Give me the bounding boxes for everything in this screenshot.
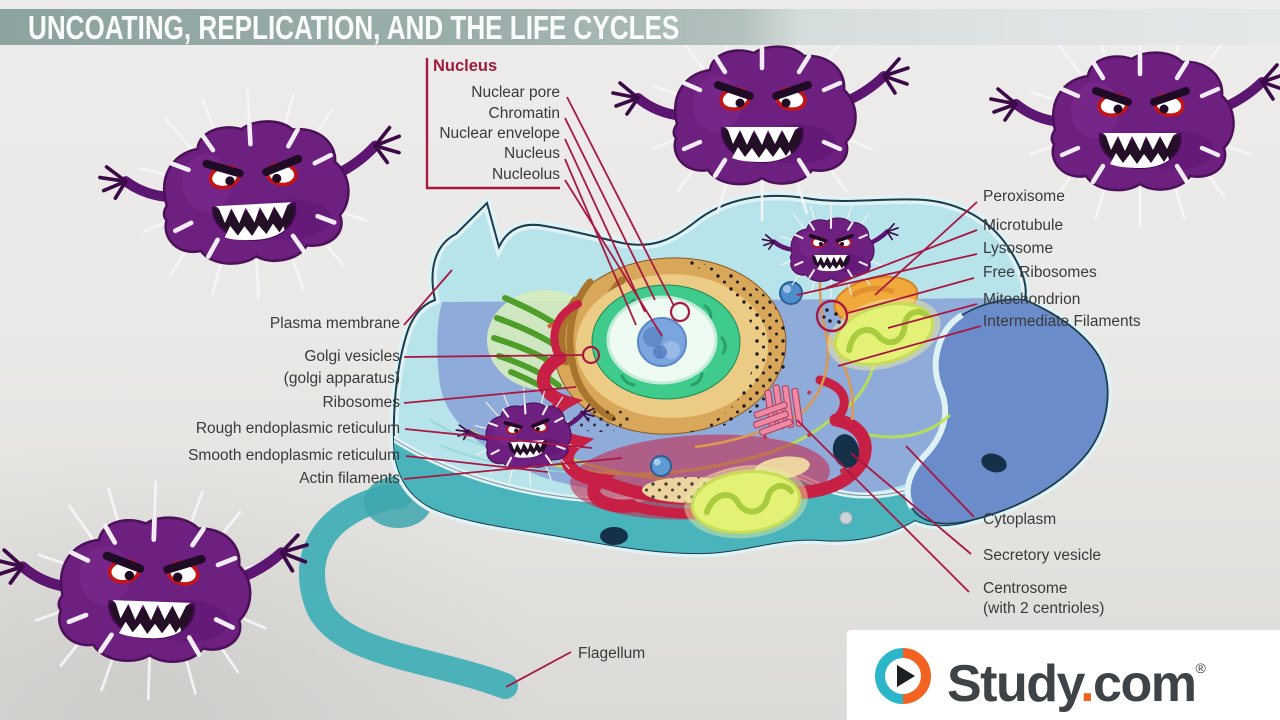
label-plasma-membrane: Plasma membrane — [269, 315, 400, 332]
cell-body — [389, 191, 1113, 558]
label-flagellum: Flagellum — [578, 645, 646, 662]
label-smooth-er: Smooth endoplasmic reticulum — [188, 447, 400, 464]
label-actin-filaments: Actin filaments — [299, 470, 400, 487]
logo-wordmark: Study.com® — [947, 638, 1206, 714]
cell-right-lobe — [904, 298, 1109, 525]
label-nuclear-pore: Nuclear pore — [471, 84, 560, 101]
mitochondrion-bottom — [684, 465, 808, 539]
label-centrosome: Centrosome — [983, 580, 1068, 597]
label-secretory-vesicle: Secretory vesicle — [983, 547, 1102, 564]
label-rough-er: Rough endoplasmic reticulum — [195, 420, 400, 437]
label-intermediate-filaments: Intermediate Filaments — [983, 313, 1141, 330]
mitochondrion-right — [827, 297, 941, 371]
label-lines — [403, 58, 982, 688]
virus-bottom-left — [0, 475, 309, 705]
label-free-ribosomes: Free Ribosomes — [983, 264, 1097, 281]
study-logo: Study.com® — [846, 629, 1280, 720]
label-golgi-vesicles: Golgi vesicles — [304, 348, 400, 365]
title-bar: UNCOATING, REPLICATION, AND THE LIFE CYC… — [0, 9, 1280, 46]
label-lysosome: Lysosome — [983, 240, 1054, 257]
label-mitochondrion: Mitochondrion — [983, 291, 1081, 308]
label-ribosomes: Ribosomes — [322, 394, 400, 411]
play-icon — [875, 647, 931, 704]
label-microtubule: Microtubule — [983, 217, 1064, 234]
label-chromatin: Chromatin — [488, 105, 561, 122]
logo-word-tld: com — [1093, 654, 1197, 713]
centrosome — [752, 384, 812, 440]
secretory-vesicle — [832, 434, 860, 474]
logo-dot: . — [1080, 654, 1094, 713]
nucleolus — [637, 317, 687, 367]
label-golgi-apparatus: (golgi apparatus) — [283, 370, 400, 387]
lysosome — [779, 281, 803, 305]
vesicles — [650, 455, 853, 525]
nucleus-group-heading: Nucleus — [433, 57, 498, 75]
page-title: UNCOATING, REPLICATION, AND THE LIFE CYC… — [28, 9, 680, 46]
logo-registered-mark: ® — [1195, 659, 1206, 676]
nucleus — [553, 257, 789, 435]
free-ribosome-dots — [822, 308, 841, 324]
label-nuclear-envelope: Nuclear envelope — [439, 125, 560, 142]
label-centrioles-note: (with 2 centrioles) — [983, 600, 1105, 617]
dark-inclusions — [600, 453, 1007, 545]
label-nucleolus: Nucleolus — [491, 166, 560, 183]
label-nucleus: Nucleus — [504, 145, 560, 162]
label-peroxisome: Peroxisome — [983, 188, 1065, 205]
label-cytoplasm: Cytoplasm — [983, 511, 1057, 528]
logo-word-main: Study — [947, 654, 1082, 713]
